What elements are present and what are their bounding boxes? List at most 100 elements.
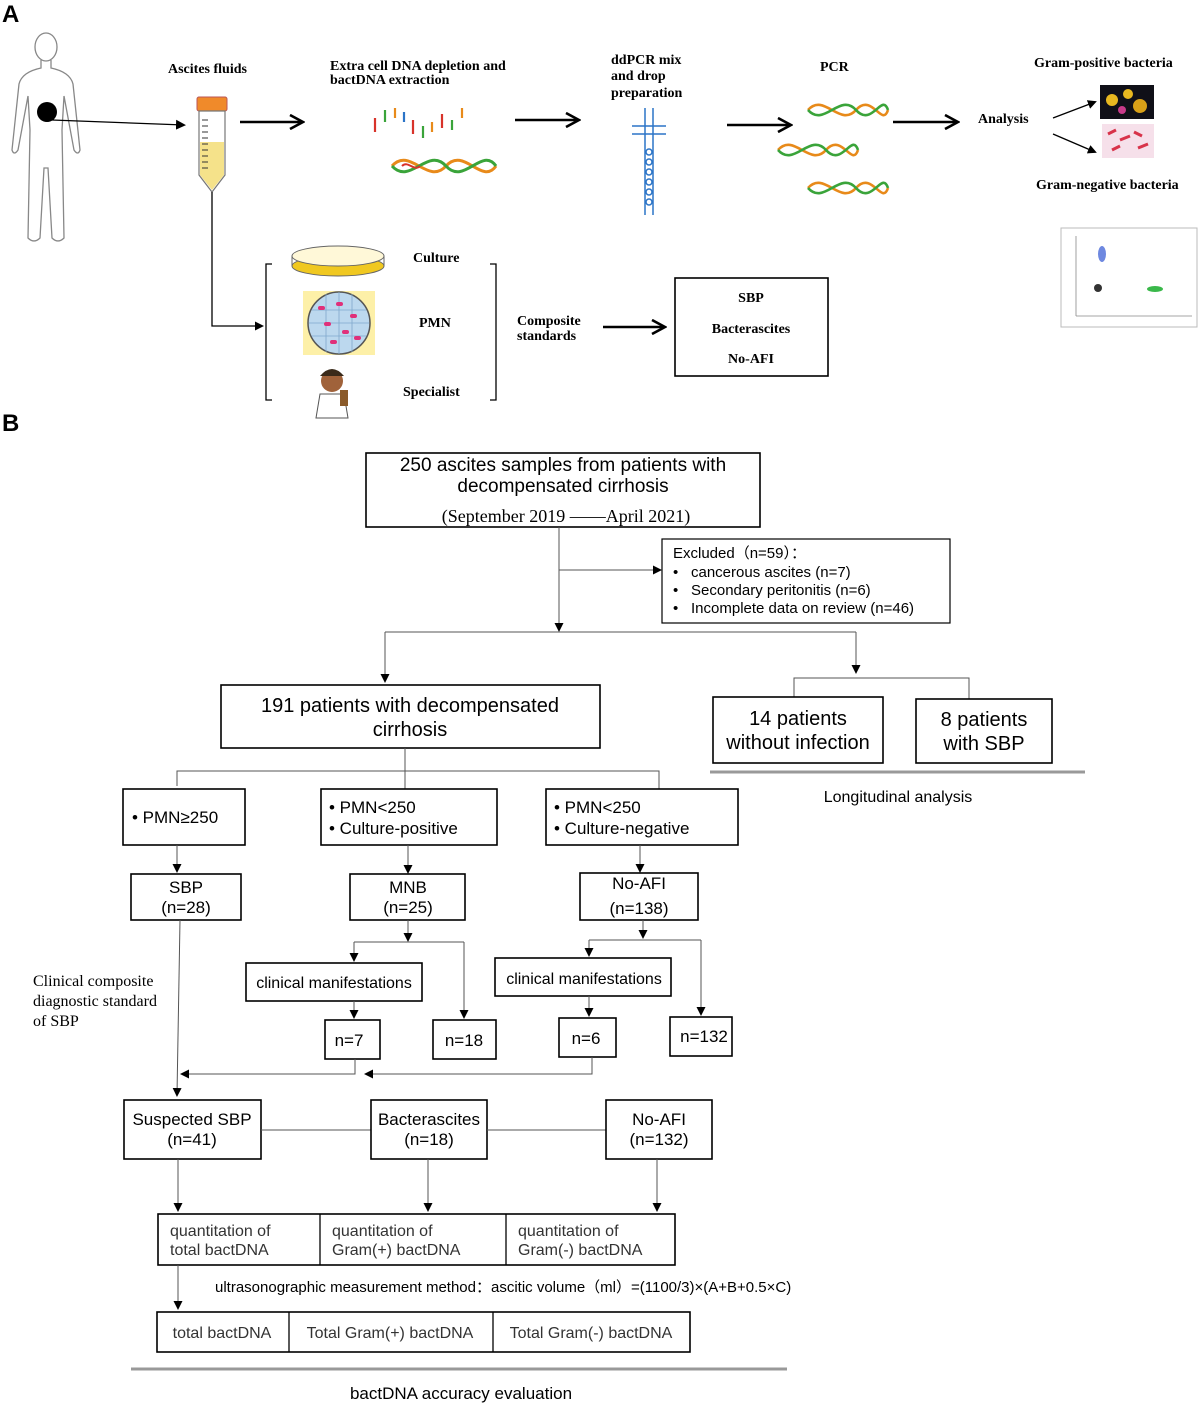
n18-label: n=18 bbox=[445, 1031, 483, 1050]
excluded-box bbox=[661, 538, 951, 624]
cohort-top-dates: (September 2019 ——April 2021) bbox=[442, 506, 690, 527]
human-body-icon bbox=[11, 32, 81, 242]
sbp8-line1: 8 patients bbox=[941, 709, 1028, 731]
sbp8-box bbox=[915, 698, 1053, 764]
excluded-title: Excluded（n=59）： bbox=[673, 545, 806, 562]
main-cohort-box bbox=[220, 684, 601, 749]
criteria-cn-line1: • PMN<250 bbox=[554, 798, 641, 817]
bacterascites-box bbox=[370, 1099, 488, 1160]
panel-a-label: A bbox=[2, 1, 19, 28]
sample-tube-icon bbox=[196, 96, 228, 193]
no-infection-line2: without infection bbox=[725, 732, 869, 754]
noafi-line2: (n=138) bbox=[609, 899, 668, 918]
criteria-cp-line1: • PMN<250 bbox=[329, 798, 416, 817]
sampling-site-dot bbox=[37, 102, 57, 122]
composite-note-line3: of SBP bbox=[33, 1013, 79, 1030]
extraction-label-line2: bactDNA extraction bbox=[330, 73, 450, 88]
cohort-top-line2: decompensated cirrhosis bbox=[457, 476, 668, 497]
arrow-analysis-to-gram-neg bbox=[1052, 133, 1097, 154]
total-row bbox=[156, 1311, 691, 1353]
pmn-microscope-icon bbox=[303, 291, 375, 355]
mnb-line1: MNB bbox=[389, 878, 427, 897]
droplet-chip-icon bbox=[632, 108, 666, 215]
quantitation-row bbox=[157, 1213, 676, 1266]
ddpcr-label-line2: and drop bbox=[611, 69, 666, 84]
suspected-sbp-line2: (n=41) bbox=[167, 1130, 217, 1149]
excluded-item-cancerous: cancerous ascites (n=7) bbox=[691, 564, 851, 581]
main-cohort-line2: cirrhosis bbox=[373, 719, 447, 741]
noafi-line1: No-AFI bbox=[612, 874, 666, 893]
sbp-line2: (n=28) bbox=[161, 898, 211, 917]
bacterascites-line1: Bacterascites bbox=[378, 1110, 480, 1129]
gram-negative-label: Gram-negative bacteria bbox=[1036, 178, 1179, 193]
excluded-bullet: • bbox=[673, 582, 678, 599]
culture-dish-icon bbox=[291, 245, 385, 277]
quant-gram-pos-line1: quantitation of bbox=[332, 1223, 433, 1240]
n132-box bbox=[669, 1016, 733, 1057]
pcr-label: PCR bbox=[820, 60, 850, 75]
bracket-left bbox=[265, 263, 272, 401]
suspected-sbp-box bbox=[123, 1099, 262, 1160]
n7-label: n=7 bbox=[335, 1031, 364, 1050]
criteria-bracket bbox=[176, 770, 660, 789]
composite-note-line1: Clinical composite bbox=[33, 973, 153, 990]
outcome-box bbox=[674, 277, 829, 377]
quant-total-line2: total bactDNA bbox=[170, 1242, 269, 1259]
total-gram-neg: Total Gram(-) bactDNA bbox=[510, 1325, 673, 1342]
arrow-analysis-to-gram-pos bbox=[1052, 100, 1097, 119]
connector-n7-to-suspected bbox=[180, 1059, 356, 1079]
composite-standards-line2: standards bbox=[517, 329, 577, 344]
noafi-group-line2: (n=132) bbox=[629, 1130, 688, 1149]
bracket-right bbox=[490, 263, 497, 401]
gram-positive-bacteria-image bbox=[1100, 85, 1154, 119]
criteria-cn-line2: • Culture-negative bbox=[554, 819, 689, 838]
ascitic-volume-formula: ultrasonographic measurement method：asci… bbox=[215, 1279, 791, 1296]
arrow-body-to-tube bbox=[51, 119, 186, 130]
connector-n6-to-suspected bbox=[364, 1057, 593, 1079]
total-gram-pos: Total Gram(+) bactDNA bbox=[307, 1325, 474, 1342]
main-cohort-line1: 191 patients with decompensated bbox=[261, 695, 559, 717]
quant-gram-neg-line1: quantitation of bbox=[518, 1223, 619, 1240]
pmn-label: PMN bbox=[419, 316, 451, 331]
excluded-bullet: • bbox=[673, 600, 678, 617]
noafi-group-box bbox=[605, 1099, 713, 1160]
outcome-bacterascites: Bacterascites bbox=[712, 322, 791, 337]
suspected-sbp-line1: Suspected SBP bbox=[132, 1110, 251, 1129]
clinical-manifestations-2: clinical manifestations bbox=[506, 971, 662, 988]
clinical-manifestations-1: clinical manifestations bbox=[256, 975, 412, 992]
criteria-cp-line2: • Culture-positive bbox=[329, 819, 458, 838]
dna-helix-icon bbox=[390, 158, 498, 174]
quant-gram-pos-line2: Gram(+) bactDNA bbox=[332, 1242, 461, 1259]
clinical-manifestations-box-1 bbox=[245, 962, 423, 1002]
criteria-pmn-high-box bbox=[122, 788, 246, 846]
excluded-bullet: • bbox=[673, 564, 678, 581]
sbp8-line2: with SBP bbox=[942, 733, 1024, 755]
criteria-culture-positive-box bbox=[320, 788, 498, 846]
longitudinal-label: Longitudinal analysis bbox=[824, 789, 973, 806]
pcr-helix-icon bbox=[777, 103, 890, 195]
quant-total-line1: quantitation of bbox=[170, 1223, 271, 1240]
connector-sbp-to-suspected bbox=[172, 919, 182, 1097]
gram-negative-bacteria-image bbox=[1102, 124, 1154, 158]
accuracy-label: bactDNA accuracy evaluation bbox=[350, 1384, 572, 1403]
n6-box bbox=[558, 1017, 617, 1058]
arrow-tube-to-standards bbox=[211, 192, 264, 331]
cohort-top-line1: 250 ascites samples from patients with bbox=[400, 455, 726, 476]
analysis-label: Analysis bbox=[978, 112, 1029, 127]
sbp-box bbox=[130, 873, 242, 921]
cohort-top-box bbox=[365, 452, 761, 528]
quant-gram-neg-line2: Gram(-) bactDNA bbox=[518, 1242, 643, 1259]
specialist-doctor-icon bbox=[315, 369, 349, 419]
composite-note-line2: diagnostic standard bbox=[33, 993, 157, 1010]
composite-standards-line1: Composite bbox=[517, 314, 581, 329]
n132-label: n=132 bbox=[680, 1027, 728, 1046]
excluded-item-secondary: Secondary peritonitis (n=6) bbox=[691, 582, 871, 599]
culture-label: Culture bbox=[413, 251, 459, 266]
sbp-line1: SBP bbox=[169, 878, 203, 897]
no-infection-line1: 14 patients bbox=[749, 708, 847, 730]
criteria-culture-negative-box bbox=[545, 788, 739, 846]
ascites-fluids-label: Ascites fluids bbox=[168, 62, 248, 77]
panel-b-label: B bbox=[2, 410, 19, 437]
clinical-manifestations-box-2 bbox=[494, 957, 672, 997]
